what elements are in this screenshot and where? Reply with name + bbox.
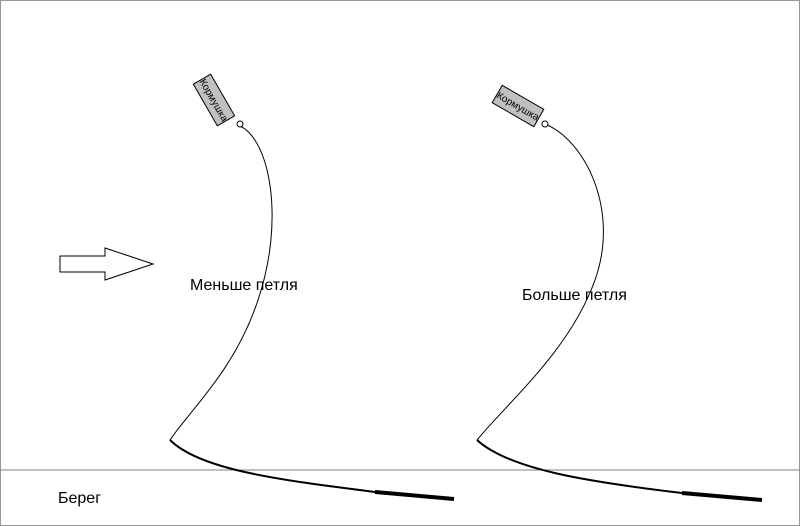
feeder-right-body <box>491 84 545 128</box>
swivel-left-icon <box>236 120 244 128</box>
rod-tip-right <box>681 491 763 502</box>
swivel-right-icon <box>541 120 549 128</box>
line-left-lower <box>169 439 376 493</box>
label-smaller-loop: Меньше петля <box>190 277 298 294</box>
current-arrow-icon <box>59 247 155 281</box>
feeder-left: Кормушка <box>192 73 236 127</box>
line-right-upper <box>476 123 604 441</box>
feeder-right: Кормушка <box>491 84 545 128</box>
line-left-upper <box>169 125 273 441</box>
label-shore: Берег <box>58 490 101 507</box>
feeder-left-body <box>192 73 236 127</box>
label-bigger-loop: Больше петля <box>522 287 627 304</box>
rod-tip-left <box>374 490 455 501</box>
line-right-lower <box>476 439 683 494</box>
